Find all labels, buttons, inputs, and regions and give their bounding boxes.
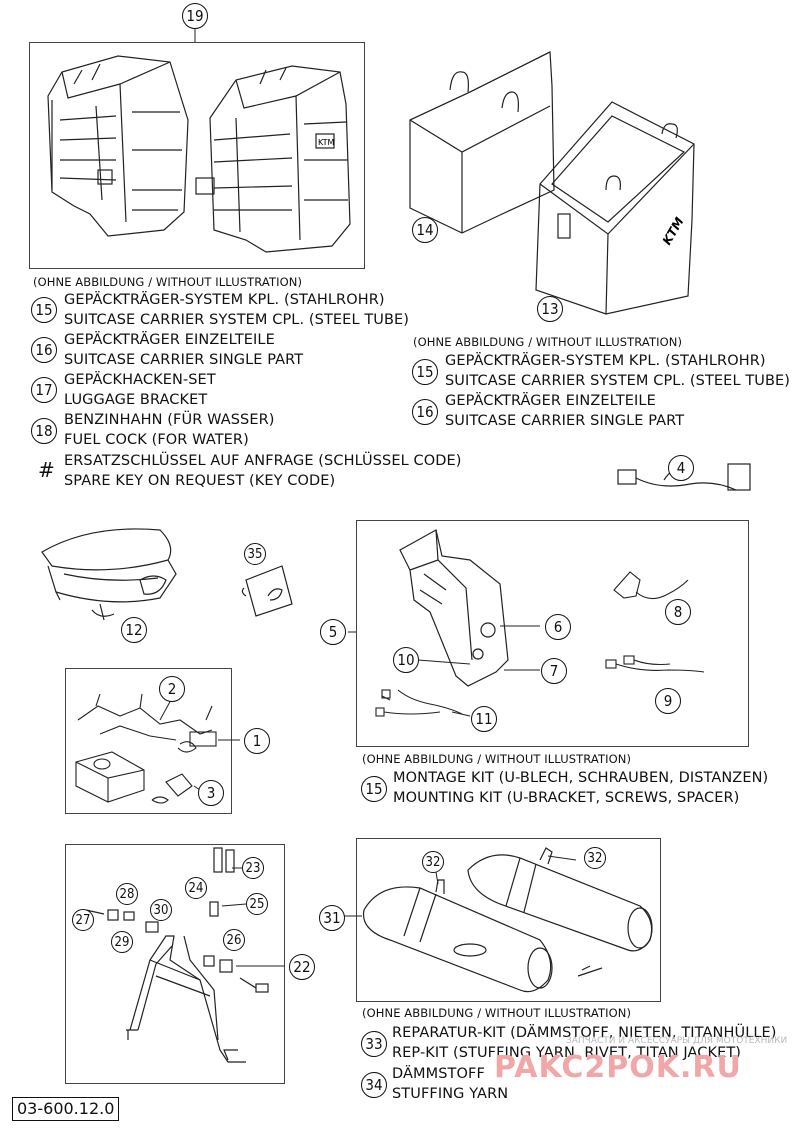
mounting-kit-frame bbox=[356, 520, 749, 747]
part-18-en: FUEL COCK (FOR WATER) bbox=[64, 432, 249, 448]
callout-16-left: 16 bbox=[31, 337, 57, 363]
callout-15-right: 15 bbox=[412, 359, 438, 385]
callout-18: 18 bbox=[31, 418, 57, 444]
callout-12: 12 bbox=[121, 617, 147, 643]
callout-31: 31 bbox=[319, 905, 345, 931]
watermark-caption: ЗАПЧАСТИ И АКСЕССУАРЫ ДЛЯ МОТОТЕХНИКИ bbox=[566, 1036, 788, 1046]
callout-1: 1 bbox=[244, 728, 270, 754]
callout-24: 24 bbox=[185, 877, 207, 899]
watermark-logo: PAKC2POK.RU bbox=[494, 1050, 742, 1085]
callout-9: 9 bbox=[655, 688, 681, 714]
callout-32-lower: 32 bbox=[422, 851, 444, 873]
callout-35: 35 bbox=[244, 543, 266, 565]
callout-34: 34 bbox=[361, 1072, 387, 1098]
ktm-logo-small: KTM bbox=[318, 138, 335, 147]
callout-32-upper: 32 bbox=[584, 847, 606, 869]
drawing-code: 03-600.12.0 bbox=[12, 1097, 120, 1121]
electrical-kit-frame bbox=[65, 668, 232, 814]
callout-33: 33 bbox=[361, 1031, 387, 1057]
part-18-de: BENZINHAHN (FÜR WASSER) bbox=[64, 412, 275, 428]
callout-7: 7 bbox=[541, 658, 567, 684]
part-15-de-left: GEPÄCKTRÄGER-SYSTEM KPL. (STAHLROHR) bbox=[64, 292, 385, 308]
stuffing-yarn-de: DÄMMSTOFF bbox=[392, 1066, 485, 1082]
without-illustration-note-right: (OHNE ABBILDUNG / WITHOUT ILLUSTRATION) bbox=[413, 335, 683, 349]
hash-symbol: # bbox=[38, 458, 55, 482]
part-15-en-right: SUITCASE CARRIER SYSTEM CPL. (STEEL TUBE… bbox=[445, 373, 791, 389]
callout-16-right: 16 bbox=[412, 399, 438, 425]
part-16-de-right: GEPÄCKTRÄGER EINZELTEILE bbox=[445, 393, 656, 409]
callout-19: 19 bbox=[182, 3, 208, 29]
callout-27: 27 bbox=[72, 909, 94, 931]
part-15-de-right: GEPÄCKTRÄGER-SYSTEM KPL. (STAHLROHR) bbox=[445, 353, 766, 369]
spare-key-de: ERSATZSCHLÜSSEL AUF ANFRAGE (SCHLÜSSEL C… bbox=[64, 453, 462, 469]
callout-11: 11 bbox=[471, 706, 497, 732]
without-illustration-note-exhaust: (OHNE ABBILDUNG / WITHOUT ILLUSTRATION) bbox=[362, 1006, 632, 1020]
part-16-en-left: SUITCASE CARRIER SINGLE PART bbox=[64, 352, 304, 368]
callout-23: 23 bbox=[242, 857, 264, 879]
callout-4: 4 bbox=[668, 455, 694, 481]
exhaust-frame bbox=[356, 838, 661, 1002]
callout-15-left: 15 bbox=[31, 297, 57, 323]
callout-3: 3 bbox=[198, 780, 224, 806]
stuffing-yarn-en: STUFFING YARN bbox=[392, 1086, 509, 1102]
callout-5: 5 bbox=[320, 619, 346, 645]
callout-26: 26 bbox=[223, 929, 245, 951]
panniers-frame bbox=[29, 42, 365, 269]
callout-15-mount: 15 bbox=[361, 776, 387, 802]
part-15-en-left: SUITCASE CARRIER SYSTEM CPL. (STEEL TUBE… bbox=[64, 312, 410, 328]
part-17-en: LUGGAGE BRACKET bbox=[64, 392, 208, 408]
callout-6: 6 bbox=[545, 614, 571, 640]
mounting-kit-de: MONTAGE KIT (U-BLECH, SCHRAUBEN, DISTANZ… bbox=[393, 770, 769, 786]
without-illustration-note-left: (OHNE ABBILDUNG / WITHOUT ILLUSTRATION) bbox=[33, 275, 303, 289]
callout-14: 14 bbox=[412, 217, 438, 243]
without-illustration-note-mount: (OHNE ABBILDUNG / WITHOUT ILLUSTRATION) bbox=[362, 752, 632, 766]
callout-29: 29 bbox=[111, 931, 133, 953]
callout-28: 28 bbox=[116, 883, 138, 905]
mounting-kit-en: MOUNTING KIT (U-BRACKET, SCREWS, SPACER) bbox=[393, 790, 740, 806]
callout-8: 8 bbox=[665, 599, 691, 625]
spare-key-en: SPARE KEY ON REQUEST (KEY CODE) bbox=[64, 473, 336, 489]
stand-frame bbox=[65, 844, 285, 1084]
part-17-de: GEPÄCKHACKEN-SET bbox=[64, 372, 216, 388]
callout-17: 17 bbox=[31, 377, 57, 403]
callout-2: 2 bbox=[159, 676, 185, 702]
callout-22: 22 bbox=[289, 954, 315, 980]
callout-13: 13 bbox=[537, 296, 563, 322]
callout-25: 25 bbox=[246, 893, 268, 915]
part-16-de-left: GEPÄCKTRÄGER EINZELTEILE bbox=[64, 332, 275, 348]
rep-kit-en: REP-KIT (STUFFING YARN, RIVET, TITAN JAC… bbox=[392, 1045, 742, 1061]
part-16-en-right: SUITCASE CARRIER SINGLE PART bbox=[445, 413, 685, 429]
callout-30: 30 bbox=[150, 899, 172, 921]
rep-kit-de: REPARATUR-KIT (DÄMMSTOFF, NIETEN, TITANH… bbox=[392, 1025, 777, 1041]
callout-10: 10 bbox=[393, 647, 419, 673]
